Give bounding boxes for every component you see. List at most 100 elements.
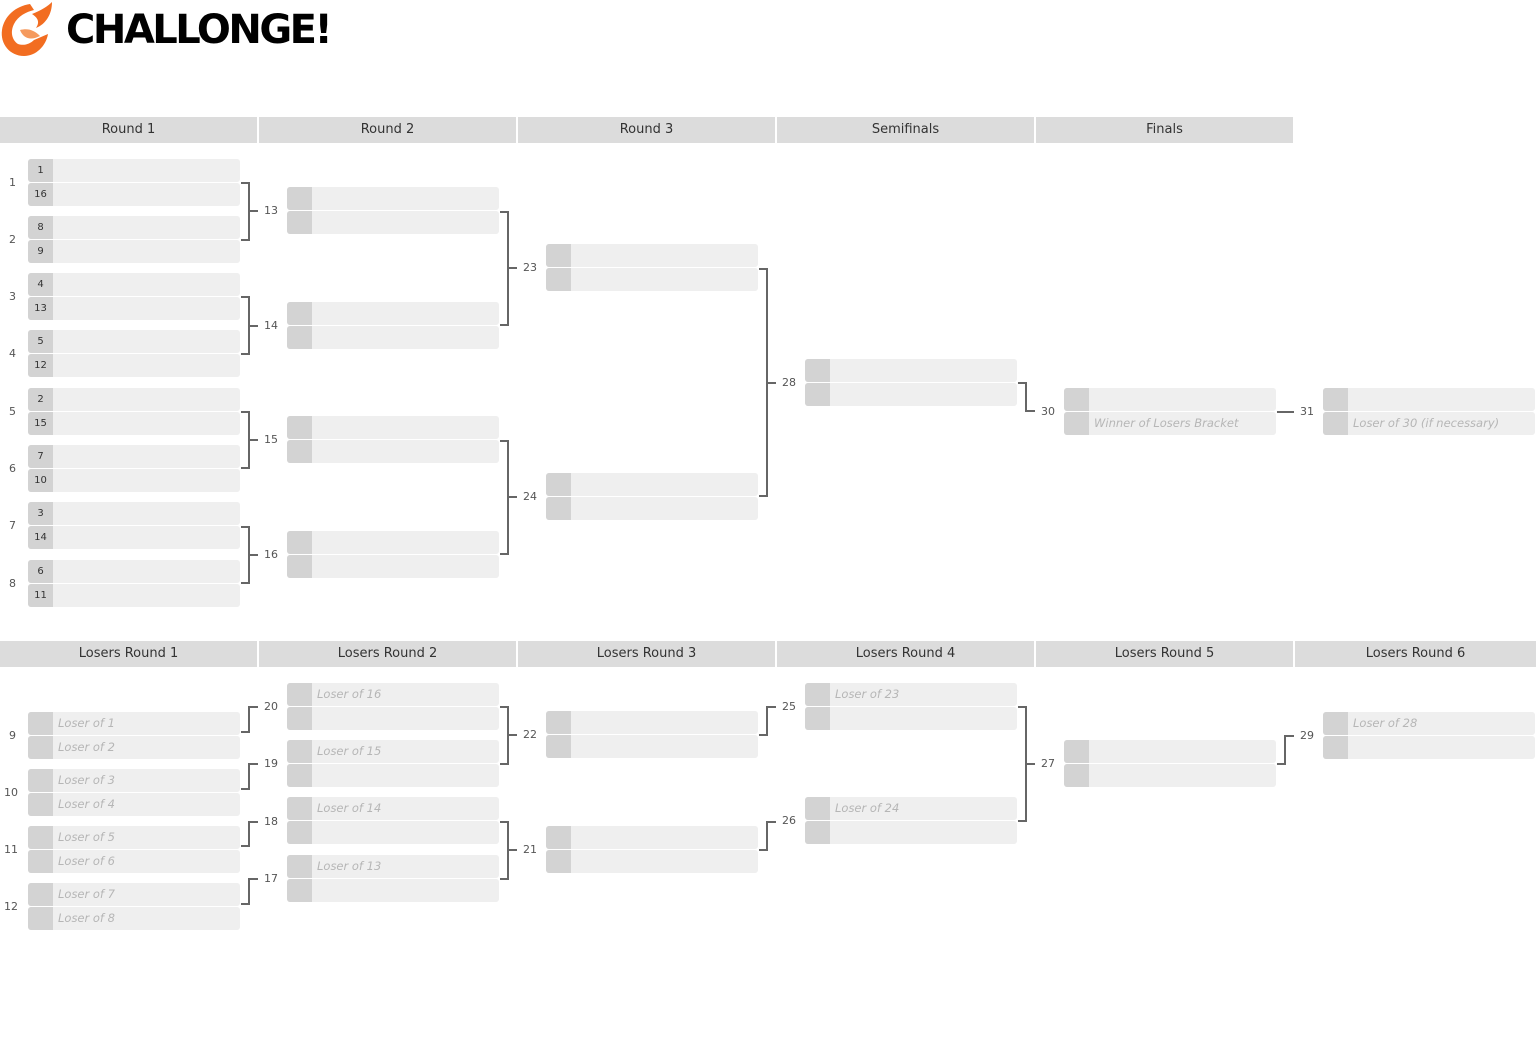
match-21[interactable]: [546, 826, 758, 874]
match-slot-bottom[interactable]: 15: [28, 412, 240, 435]
match-slot-top[interactable]: [287, 187, 499, 210]
match-slot-top[interactable]: 5: [28, 330, 240, 353]
match-8[interactable]: 6 11: [28, 560, 240, 608]
match-slot-bottom[interactable]: [287, 440, 499, 463]
match-slot-bottom[interactable]: [287, 707, 499, 730]
match-18[interactable]: Loser of 14: [287, 797, 499, 845]
match-2[interactable]: 8 9: [28, 216, 240, 264]
match-slot-bottom[interactable]: [287, 326, 499, 349]
match-12[interactable]: Loser of 7 Loser of 8: [28, 883, 240, 931]
match-slot-bottom[interactable]: 12: [28, 354, 240, 377]
match-3[interactable]: 4 13: [28, 273, 240, 321]
match-1[interactable]: 1 16: [28, 159, 240, 207]
match-25[interactable]: Loser of 23: [805, 683, 1017, 731]
match-slot-top[interactable]: [546, 711, 758, 734]
match-slot-bottom[interactable]: Loser of 30 (if necessary): [1323, 412, 1535, 435]
match-slot-top[interactable]: [1323, 388, 1535, 411]
match-slot-bottom[interactable]: [546, 735, 758, 758]
match-slot-top[interactable]: 6: [28, 560, 240, 583]
match-4[interactable]: 5 12: [28, 330, 240, 378]
match-slot-bottom[interactable]: [287, 211, 499, 234]
match-26[interactable]: Loser of 24: [805, 797, 1017, 845]
match-slot-bottom[interactable]: [287, 555, 499, 578]
match-slot-bottom[interactable]: 10: [28, 469, 240, 492]
match-slot-top[interactable]: [546, 244, 758, 267]
match-slot-bottom[interactable]: [805, 383, 1017, 406]
match-slot-bottom[interactable]: Loser of 2: [28, 736, 240, 759]
match-slot-bottom[interactable]: Loser of 6: [28, 850, 240, 873]
match-13[interactable]: [287, 187, 499, 235]
match-19[interactable]: Loser of 15: [287, 740, 499, 788]
match-slot-bottom[interactable]: 16: [28, 183, 240, 206]
match-slot-top[interactable]: 4: [28, 273, 240, 296]
match-slot-bottom[interactable]: 9: [28, 240, 240, 263]
match-slot-bottom[interactable]: [1323, 736, 1535, 759]
match-slot-bottom[interactable]: [546, 268, 758, 291]
match-slot-bottom[interactable]: 11: [28, 584, 240, 607]
match-5[interactable]: 2 15: [28, 388, 240, 436]
match-30[interactable]: Winner of Losers Bracket: [1064, 388, 1276, 436]
match-slot-top[interactable]: [287, 416, 499, 439]
match-22[interactable]: [546, 711, 758, 759]
match-slot-top[interactable]: [546, 473, 758, 496]
match-slot-bottom[interactable]: Loser of 4: [28, 793, 240, 816]
match-slot-bottom[interactable]: [287, 764, 499, 787]
match-7[interactable]: 3 14: [28, 502, 240, 550]
match-27[interactable]: [1064, 740, 1276, 788]
match-28[interactable]: [805, 359, 1017, 407]
match-slot-bottom[interactable]: 13: [28, 297, 240, 320]
header-losers-round-2: Losers Round 2: [259, 641, 516, 667]
match-slot-top[interactable]: Loser of 23: [805, 683, 1017, 706]
match-slot-top[interactable]: [1064, 740, 1276, 763]
match-slot-top[interactable]: Loser of 14: [287, 797, 499, 820]
match-slot-bottom[interactable]: Loser of 8: [28, 907, 240, 930]
match-23[interactable]: [546, 244, 758, 292]
match-slot-top[interactable]: 8: [28, 216, 240, 239]
match-slot-bottom[interactable]: [287, 879, 499, 902]
match-slot-top[interactable]: [546, 826, 758, 849]
match-14[interactable]: [287, 302, 499, 350]
match-slot-top[interactable]: Loser of 7: [28, 883, 240, 906]
match-6[interactable]: 7 10: [28, 445, 240, 493]
match-slot-top[interactable]: Loser of 28: [1323, 712, 1535, 735]
match-slot-bottom[interactable]: Winner of Losers Bracket: [1064, 412, 1276, 435]
match-slot-top[interactable]: Loser of 3: [28, 769, 240, 792]
match-slot-bottom[interactable]: [287, 821, 499, 844]
match-17[interactable]: Loser of 13: [287, 855, 499, 903]
match-slot-top[interactable]: 2: [28, 388, 240, 411]
match-10[interactable]: Loser of 3 Loser of 4: [28, 769, 240, 817]
match-slot-bottom[interactable]: [1064, 764, 1276, 787]
match-number-13: 13: [264, 204, 278, 217]
match-11[interactable]: Loser of 5 Loser of 6: [28, 826, 240, 874]
match-slot-top[interactable]: [287, 302, 499, 325]
match-29[interactable]: Loser of 28: [1323, 712, 1535, 760]
challonge-logo[interactable]: CHALLONGE!: [0, 0, 333, 62]
seed-label: [28, 826, 53, 849]
match-9[interactable]: Loser of 1 Loser of 2: [28, 712, 240, 760]
match-16[interactable]: [287, 531, 499, 579]
match-slot-top[interactable]: [1064, 388, 1276, 411]
match-20[interactable]: Loser of 16: [287, 683, 499, 731]
match-slot-top[interactable]: [805, 359, 1017, 382]
match-slot-top[interactable]: 7: [28, 445, 240, 468]
match-slot-top[interactable]: Loser of 1: [28, 712, 240, 735]
match-slot-top[interactable]: Loser of 5: [28, 826, 240, 849]
match-slot-bottom[interactable]: [546, 497, 758, 520]
match-slot-top[interactable]: Loser of 13: [287, 855, 499, 878]
match-15[interactable]: [287, 416, 499, 464]
match-slot-top[interactable]: Loser of 16: [287, 683, 499, 706]
match-slot-top[interactable]: 1: [28, 159, 240, 182]
match-slot-bottom[interactable]: [805, 821, 1017, 844]
match-slot-bottom[interactable]: [546, 850, 758, 873]
participant-name: Loser of 7: [58, 887, 115, 901]
seed-label: [546, 497, 571, 520]
match-24[interactable]: [546, 473, 758, 521]
match-31[interactable]: Loser of 30 (if necessary): [1323, 388, 1535, 436]
match-slot-bottom[interactable]: 14: [28, 526, 240, 549]
header-round-3: Round 3: [518, 117, 775, 143]
match-slot-top[interactable]: [287, 531, 499, 554]
match-slot-top[interactable]: Loser of 15: [287, 740, 499, 763]
match-slot-bottom[interactable]: [805, 707, 1017, 730]
match-slot-top[interactable]: Loser of 24: [805, 797, 1017, 820]
match-slot-top[interactable]: 3: [28, 502, 240, 525]
